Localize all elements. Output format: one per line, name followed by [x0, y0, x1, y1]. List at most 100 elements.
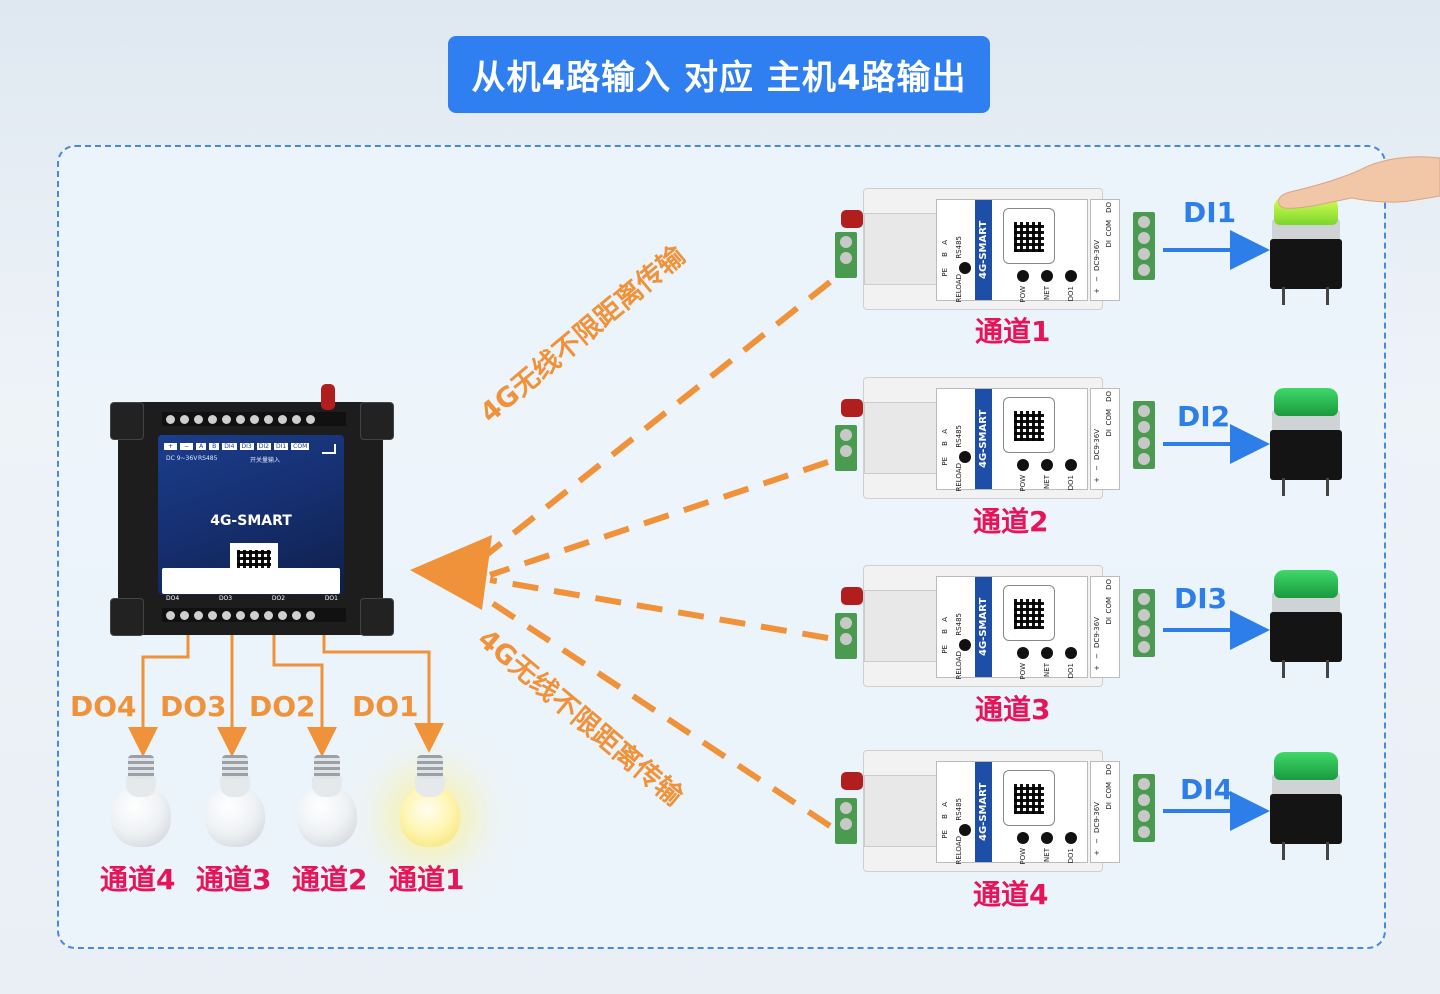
rs485-label: RS485	[955, 798, 963, 821]
pow-led	[1017, 647, 1029, 659]
do-wires	[128, 630, 444, 757]
slave-right-face: DC9-36V DI COM DO + −	[1090, 388, 1120, 490]
io-terminal	[1133, 401, 1155, 469]
face-input-label: 开关量输入	[250, 457, 281, 464]
com-term-label: COM	[1105, 409, 1113, 426]
qr-code-icon	[1003, 397, 1055, 453]
com-term-label: COM	[1105, 782, 1113, 799]
slave-face: 4G-SMART RS485 RELOAD PE B A POW NET DO1	[936, 576, 1088, 680]
lit-bulb-icon	[395, 755, 465, 865]
wireless-link-2	[489, 459, 829, 578]
di-arrows	[1163, 230, 1270, 831]
din-rail-left	[864, 213, 942, 285]
net-led	[1041, 459, 1053, 471]
slave-model-label: 4G-SMART	[975, 577, 992, 677]
pe-label: PE	[941, 645, 949, 654]
do-term-label: DO	[1105, 764, 1113, 775]
com-term-label: COM	[1105, 597, 1113, 614]
power-terminal	[835, 232, 857, 278]
net-led	[1041, 270, 1053, 282]
slave-housing: 4G-SMART RS485 RELOAD PE B A POW NET DO1…	[863, 750, 1120, 872]
wireless-links	[478, 279, 832, 829]
pow-label: POW	[1019, 663, 1027, 680]
plus-label: +	[1093, 288, 1101, 294]
net-led	[1041, 832, 1053, 844]
a-label: A	[941, 617, 949, 622]
slave-model-label: 4G-SMART	[975, 389, 992, 489]
face-label: DI1	[273, 443, 289, 450]
di3-label: DI3	[1174, 582, 1228, 615]
do1-led	[1065, 459, 1077, 471]
face-do-label: DO3	[218, 595, 233, 602]
din-rail-left	[864, 402, 942, 474]
do1-led	[1065, 270, 1077, 282]
slave-face: 4G-SMART RS485 RELOAD PE B A POW NET DO1	[936, 761, 1088, 865]
pressed-push-button-icon	[1266, 197, 1346, 307]
face-label: COM	[291, 443, 310, 450]
do1-wire	[322, 630, 444, 753]
reload-button	[959, 451, 971, 463]
face-label: +	[164, 443, 178, 450]
antenna-icon	[841, 772, 863, 790]
reload-button	[959, 262, 971, 274]
push-button-icon	[1266, 752, 1346, 862]
mount-ear	[360, 402, 394, 440]
a-label: A	[941, 240, 949, 245]
slave-housing: 4G-SMART RS485 RELOAD PE B A POW NET DO1…	[863, 377, 1120, 499]
io-terminal	[1133, 774, 1155, 842]
face-label: DI3	[239, 443, 254, 450]
b-label: B	[941, 252, 949, 257]
push-button-icon	[1266, 388, 1346, 498]
a-label: A	[941, 802, 949, 807]
din-rail-left	[864, 775, 942, 847]
pow-led	[1017, 459, 1029, 471]
do-term-label: DO	[1105, 202, 1113, 213]
do4-label: DO4	[70, 690, 137, 723]
rs485-label: RS485	[955, 613, 963, 636]
b-label: B	[941, 629, 949, 634]
com-term-label: COM	[1105, 220, 1113, 237]
din-rail-left	[864, 590, 942, 662]
do-term-label: DO	[1105, 391, 1113, 402]
do1-led	[1065, 647, 1077, 659]
di1-label: DI1	[1183, 196, 1237, 229]
net-label: NET	[1043, 475, 1051, 489]
slave-channel-label: 通道1	[975, 315, 1051, 348]
slave-model-label: 4G-SMART	[975, 200, 992, 300]
a-label: A	[941, 429, 949, 434]
bulb-icon	[106, 755, 176, 865]
mount-ear	[110, 598, 144, 636]
bottom-terminal-block	[162, 608, 346, 622]
power-terminal	[835, 425, 857, 471]
face-rs485-label: RS485	[198, 455, 218, 462]
minus-label: −	[1093, 653, 1101, 659]
minus-label: −	[1093, 465, 1101, 471]
di4-label: DI4	[1180, 773, 1234, 806]
rs485-label: RS485	[955, 236, 963, 259]
do2-label: DO2	[249, 690, 316, 723]
rs485-label: RS485	[955, 425, 963, 448]
bulb-icon	[200, 755, 270, 865]
do1-label: DO1	[1067, 663, 1075, 679]
master-device: + − A B DI4 DI3 DI2 DI1 COM DC 9~36V RS4…	[110, 384, 394, 636]
slave-module: 4G-SMART RS485 RELOAD PE B A POW NET DO1…	[835, 377, 1155, 499]
minus-label: −	[1093, 276, 1101, 282]
reload-label: RELOAD	[955, 836, 963, 865]
do1-label: DO1	[1067, 286, 1075, 302]
di-term-label: DI	[1105, 617, 1113, 625]
reload-label: RELOAD	[955, 274, 963, 303]
b-label: B	[941, 441, 949, 446]
wireless-link-4	[478, 592, 832, 829]
slave-right-face: DC9-36V DI COM DO + −	[1090, 576, 1120, 678]
slave-channel-label: 通道2	[973, 505, 1049, 538]
io-terminal	[1133, 589, 1155, 657]
power-label: DC9-36V	[1093, 240, 1101, 271]
plus-label: +	[1093, 477, 1101, 483]
pow-label: POW	[1019, 286, 1027, 303]
wireless-arrowhead	[410, 535, 492, 610]
output-channel-label: 通道2	[292, 863, 368, 896]
io-terminal	[1133, 212, 1155, 280]
slave-module: 4G-SMART RS485 RELOAD PE B A POW NET DO1…	[835, 565, 1155, 687]
slave-channel-label: 通道3	[975, 693, 1051, 726]
